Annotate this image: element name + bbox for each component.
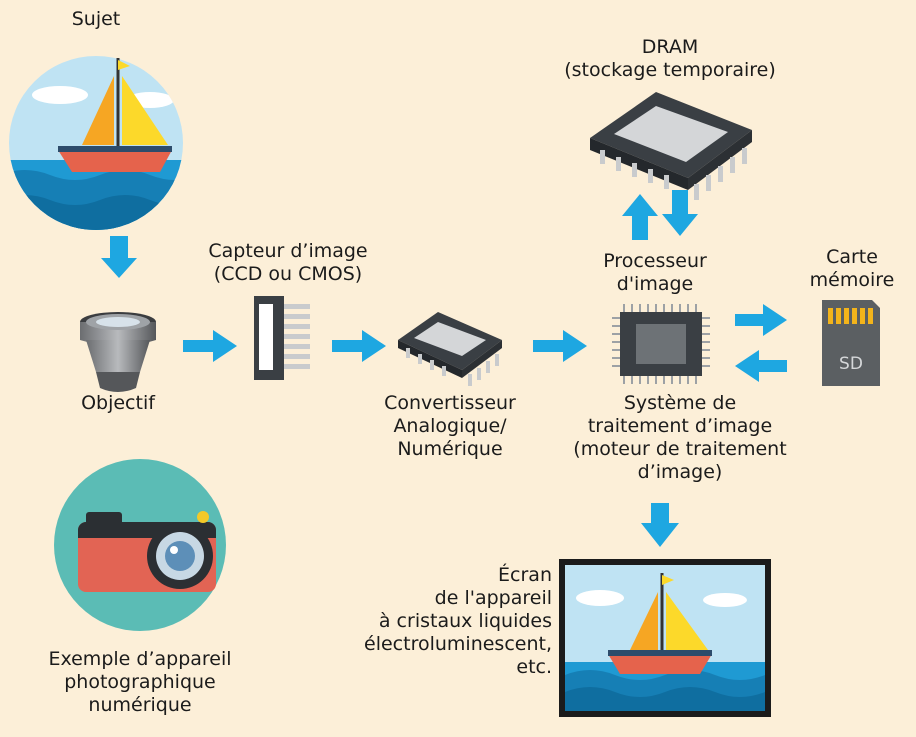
image-sensor-image <box>254 296 310 380</box>
arrow-processor-to-card <box>735 304 787 336</box>
sd-label: SD <box>839 354 863 374</box>
subject-boat-image <box>9 56 183 230</box>
screen-boat-image <box>559 559 771 717</box>
camera-example-label: Exemple d’appareil photographique numéri… <box>48 648 232 716</box>
arrow-dram-to-processor <box>662 190 698 236</box>
adc-chip-image <box>398 312 502 386</box>
arrow-adc-to-processor <box>533 330 587 362</box>
camera-example-image <box>54 459 226 631</box>
dram-chip-image <box>590 92 752 200</box>
image-processor-chip <box>612 304 710 384</box>
arrow-subject-to-lens <box>101 236 137 278</box>
image-sensor-label: Capteur d’image (CCD ou CMOS) <box>208 240 368 285</box>
sd-card-image: SD <box>822 300 880 386</box>
arrow-processor-to-dram <box>622 194 658 240</box>
flow-arrows <box>101 190 787 547</box>
screen-label: Écran de l'appareil à cristaux liquides … <box>364 564 552 678</box>
adc-label: Convertisseur Analogique/ Numérique <box>384 392 516 460</box>
image-processor-label: Processeur d'image <box>603 250 707 295</box>
lens-image <box>80 312 156 392</box>
arrow-sensor-to-adc <box>332 330 386 362</box>
arrow-processor-to-screen <box>641 503 679 547</box>
memory-card-label: Carte mémoire <box>809 246 895 291</box>
arrow-lens-to-sensor <box>183 330 237 362</box>
subject-label: Sujet <box>71 8 121 30</box>
arrow-card-to-processor <box>735 350 787 382</box>
dram-label: DRAM (stockage temporaire) <box>564 36 776 81</box>
lens-label: Objectif <box>81 392 155 414</box>
image-processing-system-label: Système de traitement d’image (moteur de… <box>573 392 787 483</box>
